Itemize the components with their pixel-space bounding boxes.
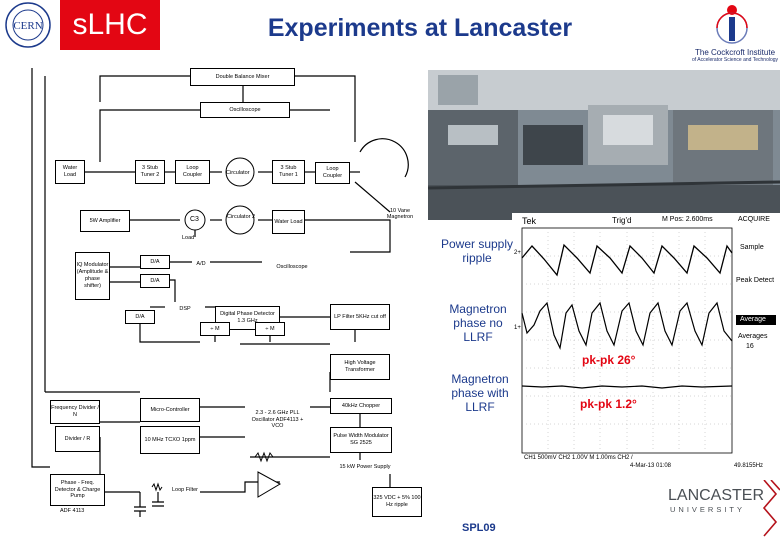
- circulator-1-symbol: [225, 157, 255, 187]
- dsp: DSP: [165, 302, 205, 316]
- lancaster-text: LANCASTER: [668, 487, 764, 504]
- lp-filter: LP Filter 5KHz cut off: [330, 304, 390, 330]
- pll-oscillator: 2.3 - 2.6 GHz PLL Oscillator ADF4113 + V…: [245, 398, 310, 442]
- vdc-supply: 325 VDC + 5% 100 Hz ripple: [372, 487, 422, 517]
- slhc-logo: sLHC: [60, 0, 160, 50]
- c3-symbol: [184, 209, 206, 231]
- pwm: Pulse Width Modulator SG 2525: [330, 427, 392, 453]
- cockcroft-logo: [716, 5, 748, 44]
- da-3: D/A: [125, 310, 155, 324]
- double-balance-mixer: Double Balance Mixer: [190, 68, 295, 86]
- iq-modulator: IQ Modulator (Amplitude & phase shifter): [75, 252, 110, 300]
- scope-averages: Averages: [738, 333, 768, 340]
- scope-averages-value: 16: [746, 343, 754, 350]
- resistor: [151, 482, 163, 492]
- oscilloscope-top: Oscilloscope: [200, 102, 290, 118]
- chopper: 40kHz Chopper: [330, 398, 392, 414]
- loop-coupler-2: Loop Coupler: [315, 162, 350, 184]
- scope-mpos: M Pos: 2.600ms: [662, 216, 713, 223]
- water-load-2: Water Load: [272, 210, 305, 234]
- resistor: [254, 451, 274, 463]
- ripple-trace: [521, 243, 733, 277]
- op-amp: [257, 471, 282, 498]
- circulator-2-label: Circulator 2: [226, 214, 256, 220]
- circulator-1-label: Circulator: [226, 170, 250, 176]
- scope-average: Average: [740, 316, 766, 323]
- scope-date: 4-Mar-13 01:08: [630, 463, 672, 469]
- diagram-wires: [31, 68, 409, 517]
- adf-label: ADF 4113: [60, 508, 85, 514]
- da-1: D/A: [140, 255, 170, 269]
- scope-tek: Tek: [522, 216, 537, 226]
- no-llrf-trace: [521, 301, 733, 351]
- circulator-2-symbol: [225, 205, 255, 235]
- divider-r: Divider / R: [55, 426, 100, 452]
- scope-status: CH1 500mV CH2 1.00V M 1.00ms CH2 /: [524, 455, 633, 461]
- hv-transformer: High Voltage Transformer: [330, 354, 390, 380]
- annotation-pk-12: pk-pk 1.2°: [580, 397, 637, 411]
- annotation-no-llrf: Magnetron phase no LLRF: [449, 302, 507, 344]
- cern-logo-text: CERN: [13, 20, 42, 32]
- lancaster-logo: LANCASTER UNIVERSITY: [668, 480, 780, 537]
- annotation-power-supply-ripple: Power supply ripple: [440, 237, 514, 265]
- university-text: UNIVERSITY: [670, 505, 745, 514]
- oscilloscope-mid: Oscilloscope: [262, 260, 322, 274]
- phase-freq-detector: Phase - Freq. Detector & Charge Pump: [50, 474, 105, 506]
- amplifier: 5W Amplifier: [80, 210, 130, 232]
- cern-logo: CERN: [5, 2, 51, 48]
- loop-coupler-1: Loop Coupler: [175, 160, 210, 184]
- magnetron-label: 10 Vane Magnetron: [386, 208, 414, 220]
- scope-acquire: ACQUIRE: [738, 216, 770, 223]
- page-title: Experiments at Lancaster: [267, 14, 573, 42]
- tcxo: 10 MHz TCXO 1ppm: [140, 426, 200, 454]
- power-supply: 15 kW Power Supply: [330, 460, 400, 474]
- scope-peak-detect: Peak Detect: [736, 277, 775, 284]
- cockcroft-name: The Cockcroft Institute: [694, 48, 776, 57]
- lab-photo: [428, 70, 780, 220]
- scope-graphics: [521, 227, 776, 454]
- annotation-pk-26: pk-pk 26°: [582, 353, 636, 367]
- cockcroft-subtitle: of Accelerator Science and Technology: [691, 57, 779, 63]
- annotation-with-llrf: Magnetron phase with LLRF: [451, 372, 509, 414]
- micro-controller: Micro-Controller: [140, 398, 200, 422]
- water-load: Water Load: [55, 160, 85, 184]
- divider-m-1: ÷ M: [200, 322, 230, 336]
- cockcroft-text: The Cockcroft Institute of Accelerator S…: [690, 48, 780, 63]
- c3-label: C3: [190, 216, 199, 223]
- ad: A/D: [192, 258, 210, 270]
- loop-filter: Loop Filter: [170, 480, 200, 500]
- block-diagram: Double Balance Mixer Oscilloscope Water …: [0, 62, 430, 540]
- spl09-label: SPL09: [462, 522, 496, 534]
- scope-sample: Sample: [740, 244, 764, 251]
- divider-m-2: ÷ M: [255, 322, 285, 336]
- da-2: D/A: [140, 274, 170, 288]
- load-label: Load: [182, 235, 195, 241]
- scope-ch2-marker: 2+: [514, 250, 521, 256]
- stub-tuner-1: 3 Stub Tuner 1: [272, 160, 305, 184]
- stub-tuner-2: 3 Stub Tuner 2: [135, 160, 165, 184]
- scope-ch1-marker: 1+: [514, 325, 521, 331]
- with-llrf-trace: [521, 385, 733, 389]
- scope-freq: 49.8155Hz: [734, 463, 764, 469]
- oscilloscope-screen: Tek Trig'd M Pos: 2.600ms ACQUIRE Sample…: [512, 213, 780, 471]
- scope-trig: Trig'd: [612, 216, 632, 225]
- frequency-divider: Frequency Divider / N: [50, 400, 100, 424]
